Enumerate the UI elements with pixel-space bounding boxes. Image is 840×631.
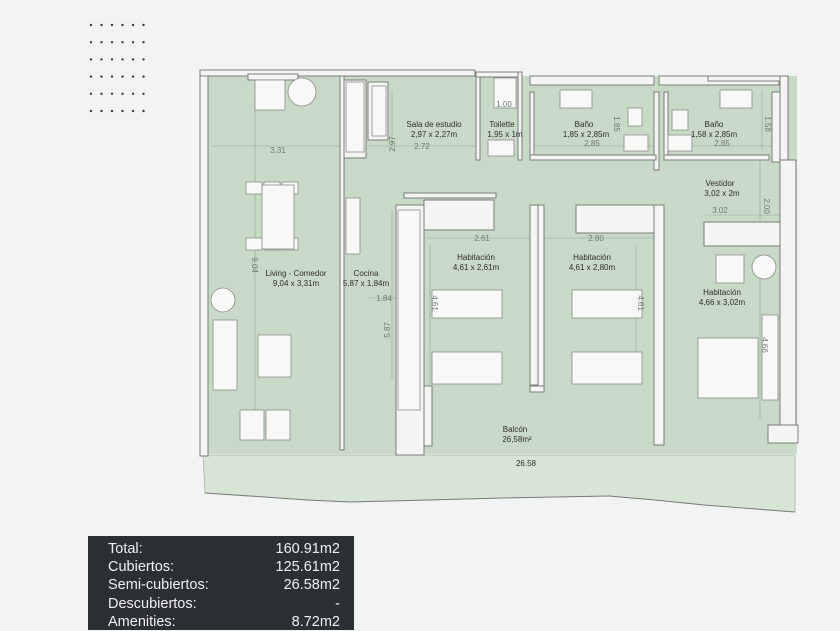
dim-bano2-width: 2.85 (714, 139, 730, 148)
decor-dot (89, 75, 93, 78)
decor-dot (110, 109, 114, 113)
dim-estudio-height: 2.97 (388, 136, 397, 152)
dim-living-width: 3.31 (270, 146, 286, 155)
decor-dot (110, 92, 114, 96)
dim-cocina-height: 5.87 (383, 322, 392, 338)
living-name: Living - Comedor (266, 269, 327, 278)
bano1-size: 1,85 x 2,85m (563, 130, 610, 139)
dim-hab3-height: 4.66 (760, 337, 769, 353)
decor-dot (131, 41, 135, 44)
dim-balcon-area: 26.58 (516, 459, 537, 468)
decor-dot (110, 41, 114, 44)
decor-dot (142, 41, 145, 44)
balcony-railing (204, 492, 796, 513)
dim-toilette-height: 1.00 (496, 100, 512, 109)
decor-dot (142, 23, 145, 27)
cocina-name: Cocina (354, 269, 379, 278)
dim-living-height: 9.04 (250, 257, 259, 273)
decor-dot (131, 75, 135, 78)
living-size: 9,04 x 3,31m (273, 279, 320, 288)
dim-hab1-height: 4.61 (430, 295, 439, 311)
hab2-size: 4,61 x 2,80m (569, 263, 616, 272)
hab1-size: 4,61 x 2,61m (453, 263, 500, 272)
decor-dot (100, 92, 103, 96)
vestidor-name: Vestidor (706, 179, 735, 188)
decor-dot (142, 92, 145, 96)
decor-dot (100, 41, 103, 44)
toilette-name: Toilette (489, 120, 515, 129)
balcon-size: 26,58m² (502, 435, 532, 444)
area-label: Amenities: (108, 613, 176, 630)
area-row-cubiertos: Cubiertos: 125.61m2 (108, 558, 340, 576)
area-label: Semi-cubiertos: (108, 577, 209, 594)
area-row-semicubiertos: Semi-cubiertos: 26.58m2 (108, 576, 340, 594)
area-value: 160.91m2 (275, 541, 341, 557)
decor-dot (131, 58, 135, 61)
decor-dot (89, 58, 93, 61)
hab2-name: Habitación (573, 253, 611, 262)
area-label: Descubiertos: (108, 595, 197, 612)
decor-dot (89, 109, 93, 113)
decor-dot (121, 92, 124, 96)
dim-bano1-height: 1.85 (612, 116, 621, 132)
area-label: Total: (108, 541, 143, 557)
area-row-amenities: Amenities: 8.72m2 (108, 613, 340, 631)
decor-dot (110, 23, 114, 27)
decor-dot (131, 23, 135, 27)
decor-dot (89, 23, 93, 27)
dim-hab2-height: 4.61 (636, 295, 645, 311)
area-value: - (335, 595, 340, 612)
balcon-name: Balcón (503, 425, 527, 434)
toilette-size: 1,95 x 1m (487, 130, 522, 139)
area-value: 8.72m2 (291, 613, 340, 630)
decor-dot (121, 75, 124, 78)
dim-vestidor-height: 2.00 (762, 198, 771, 214)
decor-dot (100, 23, 103, 27)
hab1-name: Habitación (457, 253, 495, 262)
decor-dot (100, 75, 103, 78)
bano2-size: 1,58 x 2,85m (691, 130, 738, 139)
decor-dot (100, 58, 103, 61)
decor-dot (89, 92, 93, 96)
dim-hab2-width: 2.80 (588, 234, 604, 243)
decor-dot (131, 92, 135, 96)
decor-dot (100, 109, 103, 113)
area-summary-panel: Total: 160.91m2 Cubiertos: 125.61m2 Semi… (88, 536, 354, 630)
decor-dot (121, 41, 124, 44)
area-row-descubiertos: Descubiertos: - (108, 595, 340, 613)
dim-cocina-width: 1.84 (376, 294, 392, 303)
bano1-name: Baño (575, 120, 594, 129)
balcony-floor (202, 454, 796, 513)
vestidor-size: 3,02 x 2m (704, 189, 739, 198)
decor-dot (131, 109, 135, 113)
hab3-name: Habitación (703, 288, 741, 297)
decor-dot (121, 109, 124, 113)
dim-hab1-width: 2.61 (474, 234, 490, 243)
area-value: 26.58m2 (283, 577, 340, 594)
decor-dot (121, 23, 124, 27)
decor-dot (110, 75, 114, 78)
dim-bano1-width: 2.85 (584, 139, 600, 148)
decor-dot (142, 109, 145, 113)
bano2-name: Baño (705, 120, 724, 129)
dim-bano2-height: 1.58 (763, 116, 772, 132)
area-value: 125.61m2 (275, 559, 341, 576)
decor-dot (142, 58, 145, 61)
area-label: Cubiertos: (108, 559, 175, 576)
decor-dot (110, 58, 114, 61)
estudio-size: 2,97 x 2,27m (411, 130, 458, 139)
estudio-name: Sala de estudio (406, 120, 462, 129)
furniture (210, 77, 779, 441)
decor-dot (89, 41, 93, 44)
dim-estudio-width: 2.72 (414, 142, 430, 151)
area-row-total: Total: 160.91m2 (108, 540, 340, 558)
cocina-size: 5,87 x 1,84m (343, 279, 390, 288)
decor-dot (142, 75, 145, 78)
floor-plan: Sala de estudio 2,97 x 2,27m Toilette 1,… (199, 69, 799, 513)
dim-vestidor-width: 3.02 (712, 206, 728, 215)
hab3-size: 4,66 x 3,02m (699, 298, 746, 307)
decor-dot (121, 58, 124, 61)
